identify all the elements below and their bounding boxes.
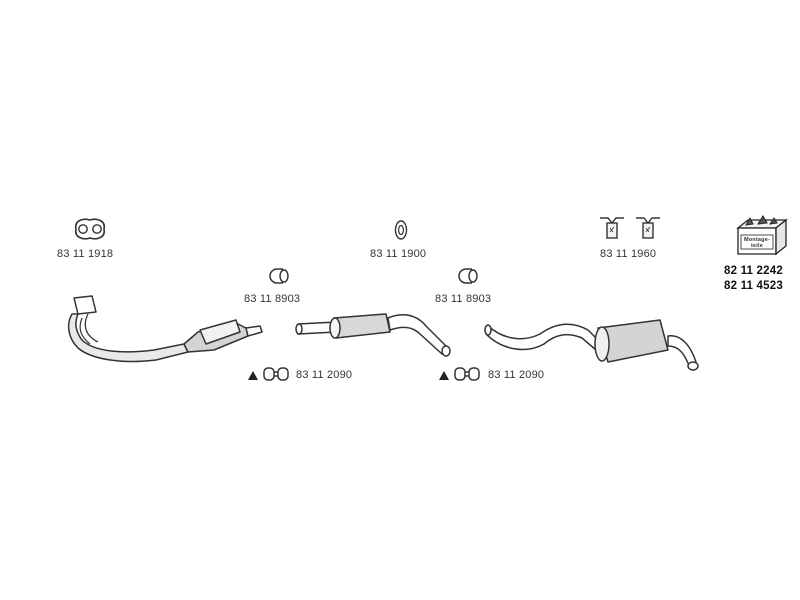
centre-silencer-icon [295, 313, 451, 357]
rubber-mount-icon [600, 217, 660, 239]
part-number-clamp-left: 83 11 8903 [244, 293, 301, 305]
warning-triangle-icon [248, 371, 258, 380]
part-number-hanger-right: 83 11 2090 [488, 369, 545, 381]
part-number-gasket: 83 11 1918 [57, 248, 114, 260]
mounting-kit-box-icon [736, 215, 788, 256]
hanger-rubber-icon [263, 367, 289, 381]
flange-gasket-icon [74, 218, 106, 240]
part-number-ring-gasket: 83 11 1900 [370, 248, 427, 260]
ring-gasket-icon [394, 220, 408, 240]
kit-number-2: 82 11 4523 [724, 280, 783, 292]
kit-number-1: 82 11 2242 [724, 265, 783, 277]
part-number-mounts: 83 11 1960 [600, 248, 657, 260]
part-number-clamp-right: 83 11 8903 [435, 293, 492, 305]
clamp-icon [269, 268, 289, 284]
rear-silencer-icon [484, 319, 699, 371]
part-number-hanger-left: 83 11 2090 [296, 369, 353, 381]
clamp-icon [458, 268, 478, 284]
warning-triangle-icon [439, 371, 449, 380]
front-pipe-catalyst-icon [67, 295, 263, 363]
hanger-rubber-icon [454, 367, 480, 381]
kit-box-label: Montage-teile [743, 237, 771, 249]
